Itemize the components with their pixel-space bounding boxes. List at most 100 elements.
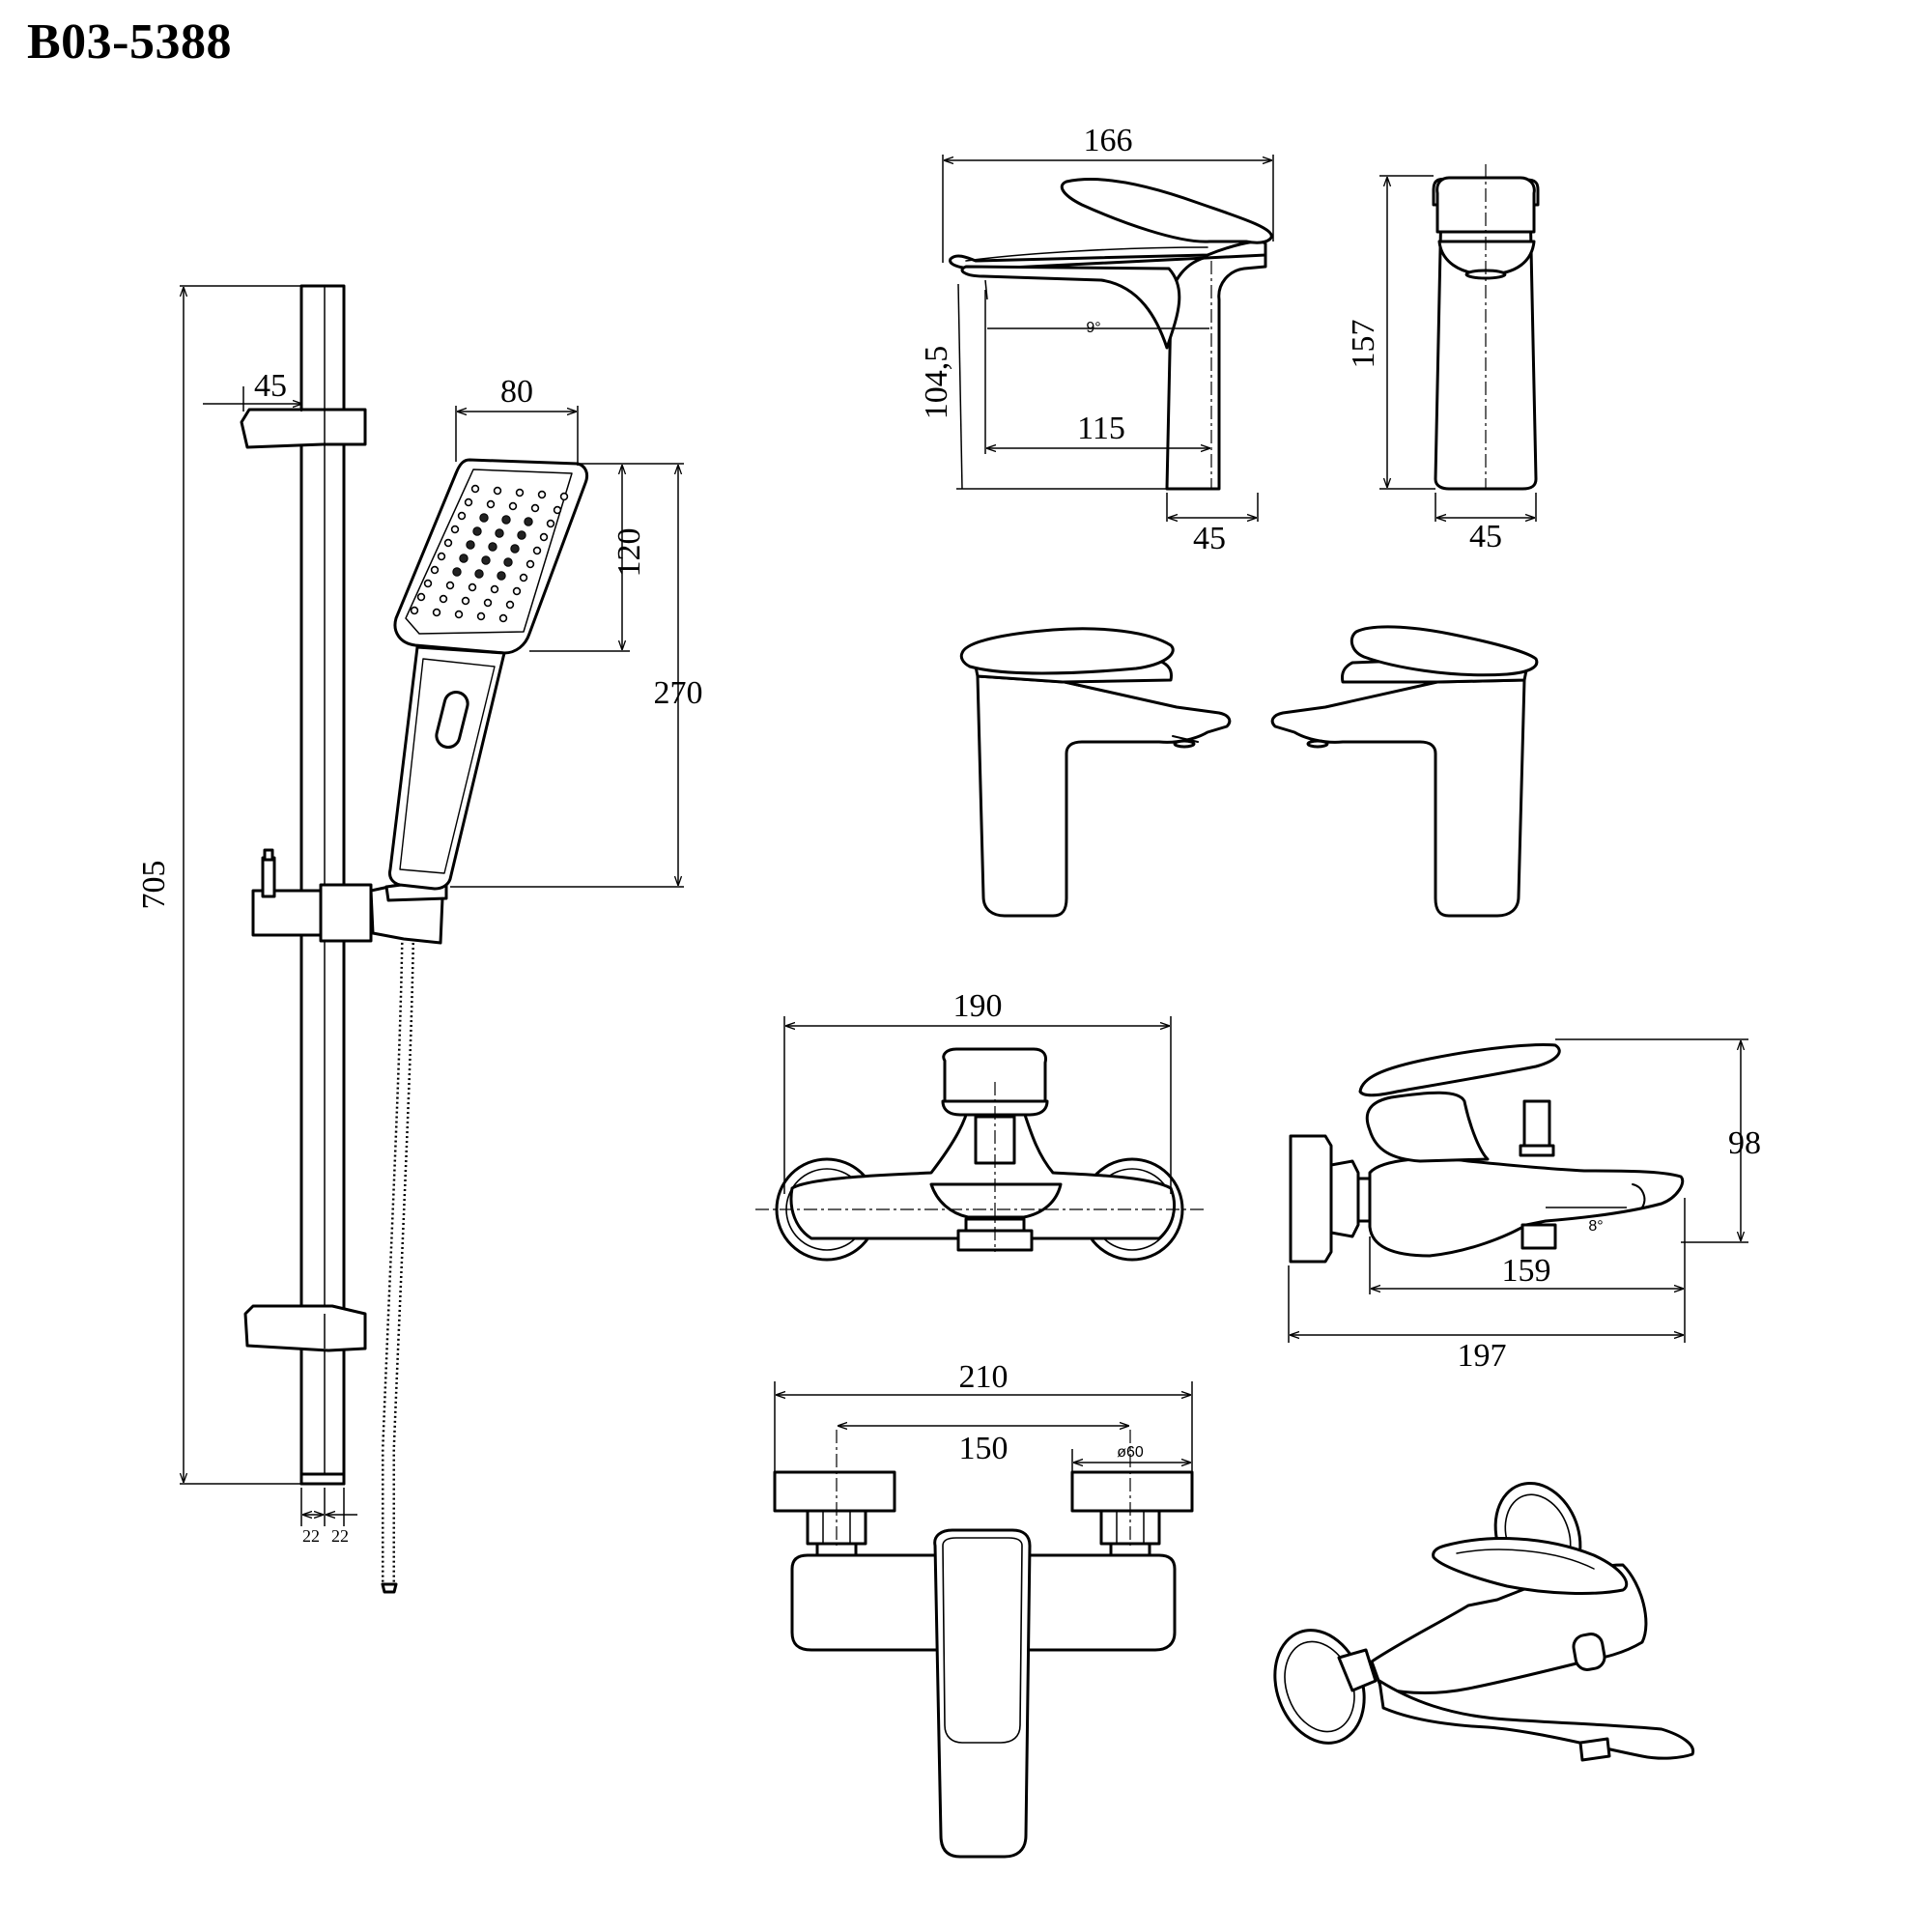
- bath-body-side: [1368, 1156, 1685, 1258]
- dim-basin-height: 104,5: [919, 346, 954, 420]
- basin-mixer-perspective-right: [1270, 625, 1539, 918]
- shower-nozzle: [432, 608, 441, 617]
- dim-rail-height: 705: [136, 861, 172, 910]
- shower-nozzle: [559, 492, 569, 501]
- bottom-wall-bracket: [243, 1304, 367, 1352]
- dim-bath-depth: 197: [1458, 1338, 1507, 1374]
- shower-head: [393, 458, 589, 655]
- bath-top-spout: [933, 1528, 1032, 1859]
- shower-nozzle: [423, 579, 433, 588]
- basin-spout-side: [960, 265, 1181, 350]
- dim-basin-length: 166: [1084, 123, 1133, 158]
- basin-handle-perspective-left: [959, 627, 1175, 675]
- shower-mode-button: [435, 691, 469, 749]
- dim-bath-angle: 8°: [1588, 1218, 1603, 1235]
- basin-handle-side: [1060, 178, 1273, 244]
- shower-nozzle: [490, 584, 499, 594]
- dim-head-length: 120: [611, 528, 647, 578]
- bath-persp-handle: [1432, 1537, 1629, 1595]
- bath-mixer-front-view: 190: [755, 988, 1204, 1262]
- dim-basin-base-side: 45: [1193, 521, 1226, 556]
- shower-nozzle: [454, 610, 464, 619]
- shower-nozzle: [488, 542, 497, 552]
- shower-nozzle: [508, 501, 518, 511]
- dim-basin-reach: 115: [1077, 411, 1125, 446]
- bath-persp-diverter: [1572, 1633, 1606, 1671]
- bath-wall-flange-side: [1289, 1134, 1333, 1264]
- shower-nozzle: [495, 528, 504, 538]
- basin-mixer-front-view: 157 45: [1346, 164, 1540, 554]
- shower-nozzle: [532, 546, 542, 555]
- bath-outlet-side: [1520, 1223, 1557, 1250]
- shower-nozzle: [519, 573, 528, 582]
- basin-mixer-perspective-left: [959, 627, 1232, 918]
- slider-knob: [261, 856, 276, 898]
- shower-nozzle: [537, 490, 547, 499]
- slider-clamp: [319, 883, 373, 943]
- shower-nozzle: [553, 505, 562, 515]
- dim-bath-height: 98: [1728, 1125, 1761, 1161]
- shower-nozzle: [474, 569, 484, 579]
- dim-basin-base-front: 45: [1469, 519, 1502, 554]
- bath-body-front: [789, 1099, 1176, 1240]
- dim-basin-front-height: 157: [1346, 320, 1381, 369]
- rail-end-cap: [299, 1472, 346, 1486]
- dim-head-width: 80: [500, 374, 533, 410]
- dim-bath-spout: 159: [1502, 1253, 1551, 1289]
- bath-handle-front: [942, 1047, 1047, 1103]
- basin-body-side: [1165, 249, 1267, 491]
- dim-rail-left: 22: [302, 1526, 320, 1546]
- shower-nozzle: [517, 530, 526, 540]
- shower-nozzle: [466, 540, 475, 550]
- shower-nozzle: [459, 554, 469, 563]
- dim-bath-flange: ø60: [1117, 1444, 1144, 1461]
- shower-nozzle: [530, 503, 540, 513]
- shower-nozzle: [445, 581, 455, 590]
- top-wall-bracket: [240, 408, 367, 449]
- bath-mixer-top-view: 210 150 ø60: [773, 1359, 1194, 1859]
- shower-nozzle: [450, 525, 460, 534]
- shower-nozzle: [510, 544, 520, 554]
- bath-persp-spout: [1378, 1679, 1695, 1760]
- shower-nozzle: [526, 559, 535, 569]
- shower-nozzle: [452, 567, 462, 577]
- shower-nozzle: [497, 571, 506, 581]
- dim-bath-centers: 150: [959, 1431, 1009, 1466]
- shower-nozzle: [416, 592, 426, 602]
- page-title: B03-5388: [27, 14, 232, 70]
- dim-bath-width: 190: [953, 988, 1003, 1024]
- bath-top-flange-right: [1070, 1470, 1194, 1513]
- shower-nozzles: [410, 484, 569, 623]
- bath-mixer-perspective: [1273, 1481, 1695, 1762]
- basin-handle-perspective-right: [1350, 625, 1539, 677]
- shower-nozzle: [479, 513, 489, 523]
- basin-mixer-side-view: 166 104,5 115 9° 45: [919, 123, 1274, 556]
- bath-handle-side: [1358, 1043, 1561, 1097]
- shower-nozzle: [512, 586, 522, 596]
- shower-nozzle: [515, 488, 525, 497]
- basin-handle-front: [1435, 176, 1536, 234]
- shower-nozzle: [486, 499, 496, 509]
- shower-nozzle: [539, 532, 549, 542]
- shower-nozzle: [546, 519, 555, 528]
- shower-nozzle: [524, 517, 533, 526]
- shower-nozzle: [472, 526, 482, 536]
- bath-diverter-side: [1522, 1099, 1551, 1148]
- basin-body-perspective-right: [1270, 678, 1526, 918]
- bath-mixer-side-view: 98 8° 159 197: [1288, 1038, 1761, 1374]
- dim-rail-right: 22: [331, 1526, 349, 1546]
- shower-nozzle: [457, 511, 467, 521]
- dim-bath-overall: 210: [959, 1359, 1009, 1395]
- shower-nozzle: [503, 557, 513, 567]
- dim-basin-angle: 9°: [1086, 320, 1100, 336]
- shower-nozzle: [410, 606, 419, 615]
- shower-nozzle: [476, 611, 486, 621]
- basin-body-perspective-left: [976, 674, 1232, 918]
- shower-nozzle: [481, 555, 491, 565]
- shower-nozzle: [501, 515, 511, 525]
- shower-nozzle: [464, 497, 473, 507]
- shower-nozzle: [483, 598, 493, 608]
- shower-nozzle: [437, 552, 446, 561]
- shower-nozzle: [470, 484, 480, 494]
